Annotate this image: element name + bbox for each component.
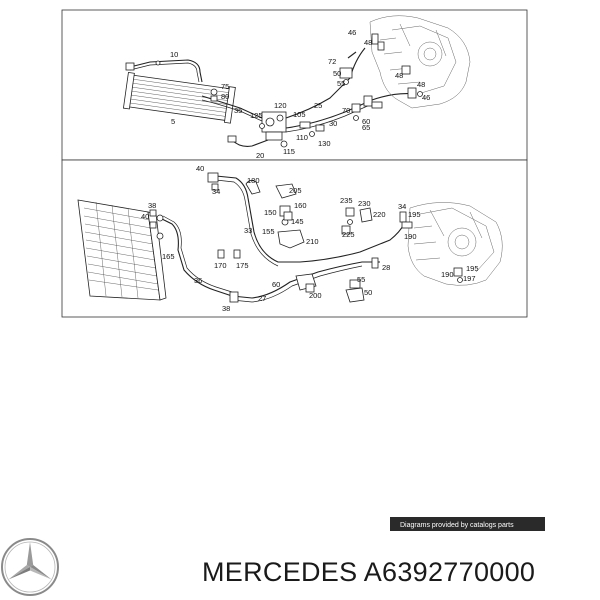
callout-label: 220 <box>373 210 386 219</box>
callout-label: 25 <box>314 101 322 110</box>
callout-label: 48 <box>417 80 425 89</box>
callout-label: 34 <box>398 202 406 211</box>
callout-label: 235 <box>340 196 353 205</box>
callout-label: 35 <box>234 106 242 115</box>
callout-label: 48 <box>364 38 372 47</box>
callout-label: 55 <box>337 79 345 88</box>
callout-label: 65 <box>362 123 370 132</box>
callout-label: 175 <box>236 261 249 270</box>
callout-label: 10 <box>170 50 178 59</box>
callout-label: 210 <box>306 237 319 246</box>
callout-label: 195 <box>408 210 421 219</box>
callout-label: 115 <box>283 147 295 156</box>
callout-label: 46 <box>348 28 356 37</box>
callout-label: 195 <box>466 264 479 273</box>
callout-label: 50 <box>333 69 341 78</box>
callout-label: 75 <box>221 82 229 91</box>
bottom-panel-drawing <box>77 172 503 303</box>
mercedes-star-icon <box>1 538 59 596</box>
bottom-panel-callouts: 40 34 38 40 165 36 170 175 38 27 180 205… <box>141 164 479 313</box>
callout-label: 130 <box>318 139 331 148</box>
callout-label: 28 <box>382 263 390 272</box>
callout-label: 200 <box>309 291 322 300</box>
callout-label: 48 <box>395 71 403 80</box>
callout-label: 38 <box>222 304 230 313</box>
callout-label: 5 <box>171 117 175 126</box>
credit-text: Diagrams provided by catalogs parts <box>400 522 514 529</box>
callout-label: 27 <box>258 294 266 303</box>
callout-label: 190 <box>404 232 417 241</box>
callout-label: 165 <box>162 252 175 261</box>
callout-label: 70 <box>342 106 350 115</box>
callout-label: 34 <box>212 187 220 196</box>
callout-label: 30 <box>329 119 337 128</box>
callout-label: 46 <box>422 93 430 102</box>
callout-label: 60 <box>362 117 370 126</box>
top-panel-drawing <box>122 15 471 148</box>
callout-label: 55 <box>357 275 365 284</box>
callout-label: 160 <box>294 201 307 210</box>
callout-label: 197 <box>463 274 476 283</box>
callout-label: 20 <box>256 151 264 160</box>
callout-label: 145 <box>291 217 304 226</box>
callout-label: 180 <box>247 176 260 185</box>
credit-badge <box>390 517 545 531</box>
callout-label: 38 <box>148 201 156 210</box>
callout-label: 110 <box>296 133 308 142</box>
callout-label: 40 <box>141 212 149 221</box>
callout-label: 225 <box>342 230 355 239</box>
callout-label: 33 <box>244 226 252 235</box>
callout-label: 40 <box>196 164 204 173</box>
callout-label: 190 <box>441 270 454 279</box>
callout-label: 205 <box>289 186 302 195</box>
callout-label: 155 <box>262 227 275 236</box>
callout-label: 125 <box>250 111 263 120</box>
callout-label: 50 <box>364 288 372 297</box>
callout-label: 230 <box>358 199 371 208</box>
callout-label: 150 <box>264 208 277 217</box>
callout-label: 120 <box>274 101 287 110</box>
part-caption: MERCEDES A6392770000 <box>202 557 535 587</box>
callout-label: 36 <box>194 276 202 285</box>
callout-label: 60 <box>272 280 280 289</box>
callout-label: 80 <box>221 92 229 101</box>
callout-label: 105 <box>293 110 306 119</box>
top-panel-callouts: 10 5 75 80 35 120 125 105 20 115 110 130… <box>170 28 430 160</box>
callout-label: 170 <box>214 261 227 270</box>
callout-label: 72 <box>328 57 336 66</box>
